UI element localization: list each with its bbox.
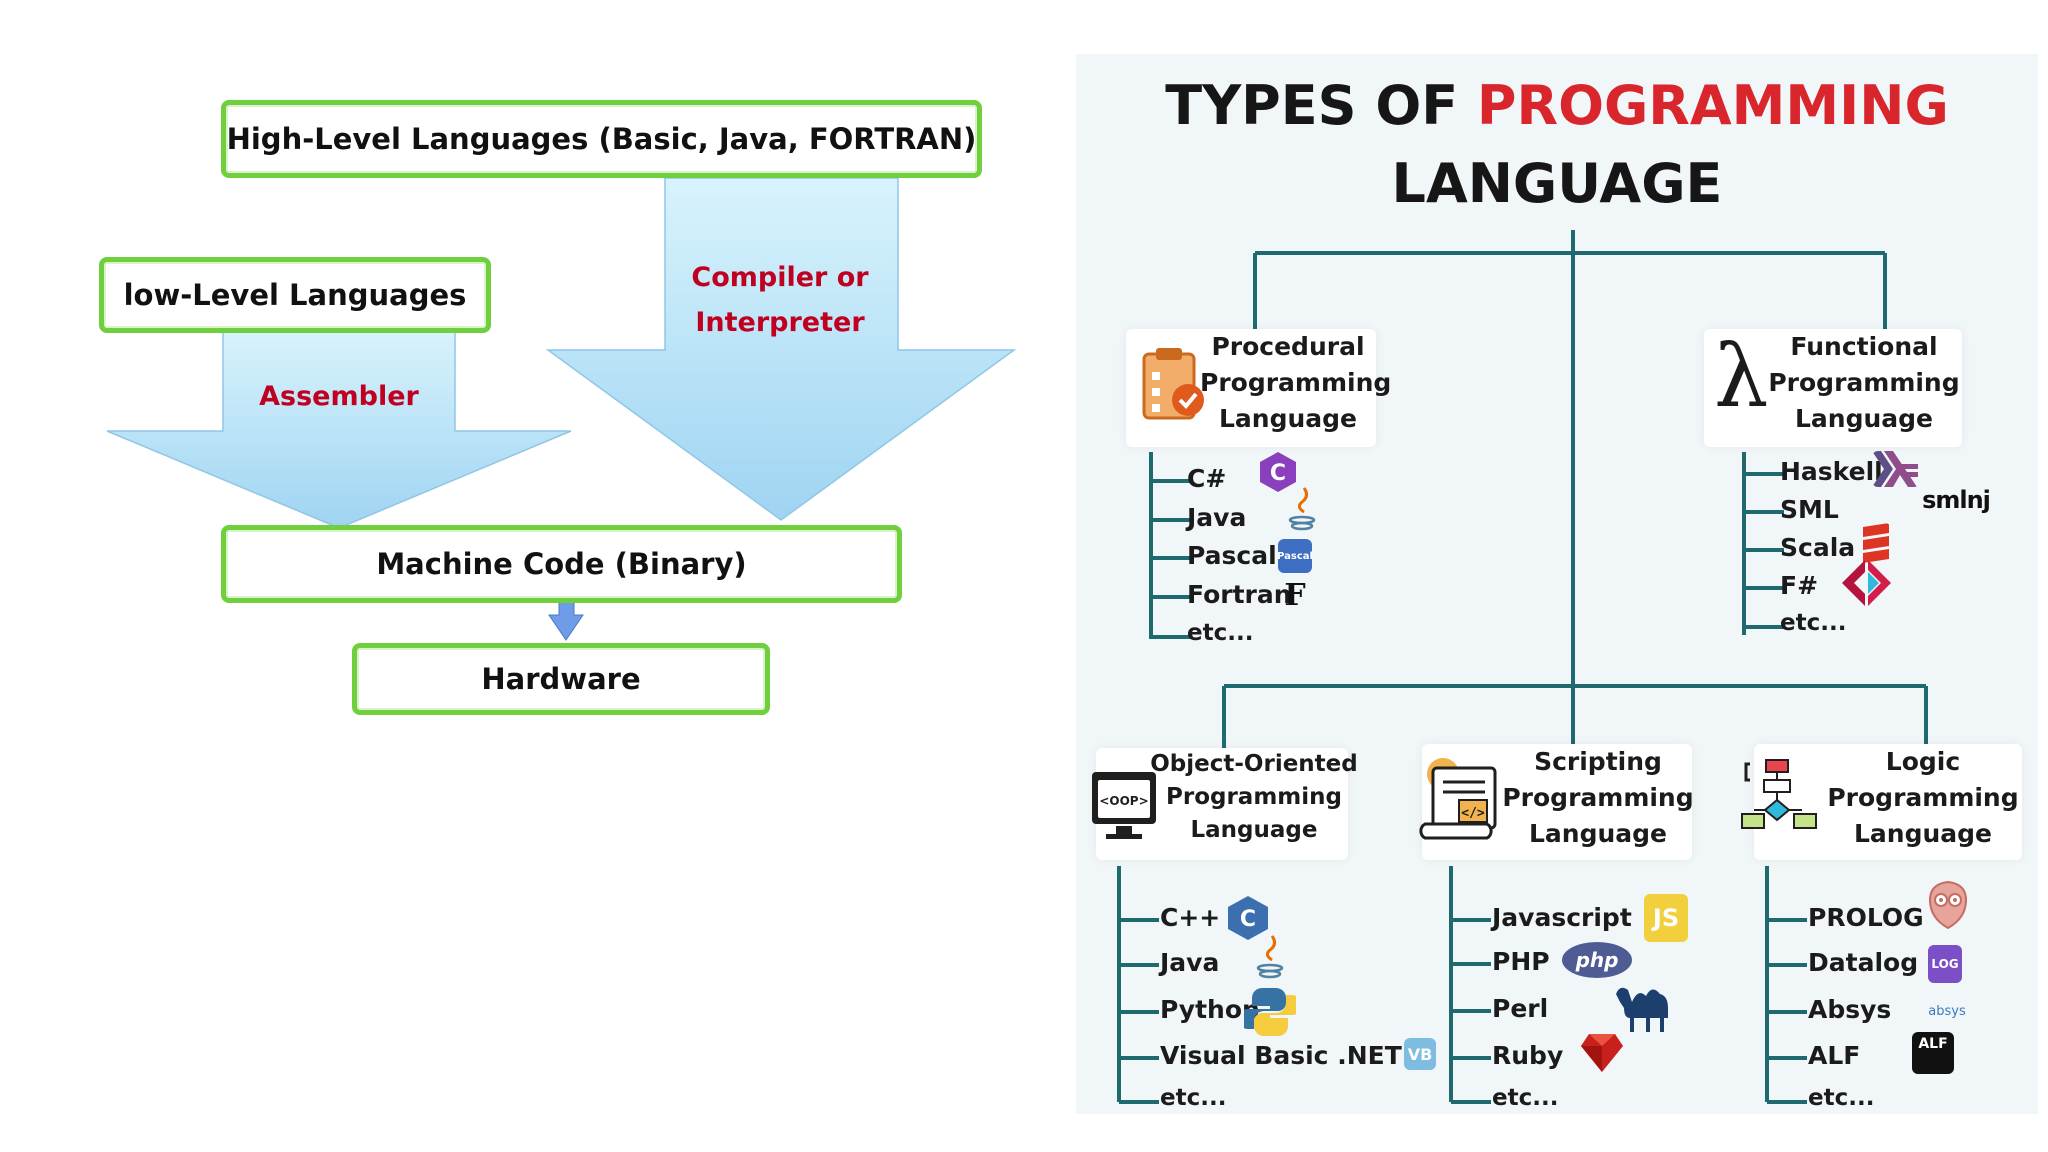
clipboard-check-icon xyxy=(1142,348,1204,420)
logic-title: Logic Programming Language xyxy=(1827,747,2019,848)
procedural-item-fortran: Fortran xyxy=(1187,580,1292,609)
low-level-languages-box: low-Level Languages xyxy=(99,257,491,333)
java-logo-icon-oop xyxy=(1256,935,1284,979)
haskell-logo-icon xyxy=(1872,451,1918,487)
functional-title: Functional Programming Language xyxy=(1768,332,1960,433)
machine-code-box: Machine Code (Binary) xyxy=(221,525,902,603)
scripting-item-etc: etc... xyxy=(1492,1085,1559,1111)
tree-connectors xyxy=(1117,230,1928,1104)
logic-item-etc: etc... xyxy=(1808,1085,1875,1111)
functional-card xyxy=(1704,329,1962,447)
hardware-box: Hardware xyxy=(352,643,770,715)
procedural-title: Procedural Programming Language xyxy=(1200,332,1392,433)
assembler-arrow xyxy=(106,329,572,529)
title-part1: TYPES OF xyxy=(1165,74,1477,137)
cpp-logo-icon: C xyxy=(1228,896,1268,940)
oop-item-etc: etc... xyxy=(1160,1085,1227,1111)
functional-item-sml: SML xyxy=(1780,495,1839,524)
functional-item-etc: etc... xyxy=(1780,610,1847,636)
logic-card xyxy=(1754,744,2022,860)
procedural-item-etc: etc... xyxy=(1187,620,1254,646)
infographic-title-line1: TYPES OF PROGRAMMING xyxy=(1076,74,2038,137)
high-level-languages-box: High-Level Languages (Basic, Java, FORTR… xyxy=(221,100,982,178)
compiler-label-line2: Interpreter xyxy=(695,307,865,338)
programming-types-infographic: TYPES OF PROGRAMMING LANGUAGE Procedural… xyxy=(1076,54,2038,1114)
logic-item-absys: Absys xyxy=(1808,995,1892,1024)
svg-text:</>: </> xyxy=(1461,806,1485,821)
lambda-icon: λ xyxy=(1714,327,1769,427)
procedural-item-pascal: Pascal xyxy=(1187,541,1277,570)
php-logo-icon: php xyxy=(1562,942,1632,978)
logic-item-alf: ALF xyxy=(1808,1041,1861,1070)
machine-to-hardware-arrow xyxy=(548,599,584,641)
svg-text:C: C xyxy=(1270,461,1286,486)
functional-item-fsharp: F# xyxy=(1780,571,1819,600)
procedural-item-csharp: C# xyxy=(1187,464,1227,493)
oop-monitor-icon: <OOP> xyxy=(1092,772,1156,839)
title-accent: PROGRAMMING xyxy=(1476,74,1949,137)
perl-camel-icon xyxy=(1616,987,1668,1032)
infographic-title-line2: LANGUAGE xyxy=(1391,152,1723,215)
python-logo-icon xyxy=(1244,988,1296,1036)
java-logo-icon xyxy=(1288,487,1316,531)
oop-item-vbnet: Visual Basic .NET xyxy=(1160,1041,1402,1070)
functional-item-haskell: Haskell xyxy=(1780,457,1883,486)
fortran-logo-icon: F xyxy=(1284,577,1306,613)
oop-item-cpp: C++ xyxy=(1160,903,1221,932)
pascal-logo-icon: Pascal xyxy=(1277,539,1313,573)
flowchart-icon xyxy=(1741,759,1817,829)
scripting-item-perl: Perl xyxy=(1492,994,1549,1023)
script-scroll-icon: </> xyxy=(1419,758,1497,840)
compilation-diagram xyxy=(106,177,1017,641)
assembler-label: Assembler xyxy=(259,381,419,412)
alf-logo-icon: ALF xyxy=(1912,1032,1954,1074)
scripting-title: Scripting Programming Language xyxy=(1502,747,1694,848)
compiler-label-line1: Compiler or xyxy=(691,262,869,293)
logic-item-datalog: Datalog xyxy=(1808,948,1919,977)
logic-item-prolog: PROLOG xyxy=(1808,903,1924,932)
csharp-logo-icon: C xyxy=(1260,452,1296,492)
procedural-item-java: Java xyxy=(1187,503,1247,532)
compiler-interpreter-label: Compiler or Interpreter xyxy=(660,255,900,345)
scala-logo-icon xyxy=(1863,523,1889,563)
scripting-item-javascript: Javascript xyxy=(1492,903,1632,932)
ruby-logo-icon xyxy=(1581,1034,1623,1072)
scripting-item-php: PHP xyxy=(1492,947,1550,976)
vb-logo-icon: VB xyxy=(1404,1038,1436,1070)
datalog-logo-icon: LOG xyxy=(1928,945,1962,983)
prolog-owl-icon xyxy=(1928,880,1968,930)
compiler-arrow xyxy=(545,177,1017,521)
sml-logo-icon: smlnj xyxy=(1922,486,1991,514)
svg-text:C: C xyxy=(1240,907,1256,932)
absys-logo-icon: absys xyxy=(1928,1003,1966,1019)
scripting-item-ruby: Ruby xyxy=(1492,1041,1564,1070)
functional-item-scala: Scala xyxy=(1780,533,1856,562)
oop-title: Object-Oriented Programming Language xyxy=(1150,751,1358,843)
svg-text:<OOP>: <OOP> xyxy=(1099,794,1148,808)
fsharp-logo-icon xyxy=(1842,560,1891,606)
oop-item-java: Java xyxy=(1160,948,1220,977)
javascript-logo-icon: JS xyxy=(1644,894,1688,942)
